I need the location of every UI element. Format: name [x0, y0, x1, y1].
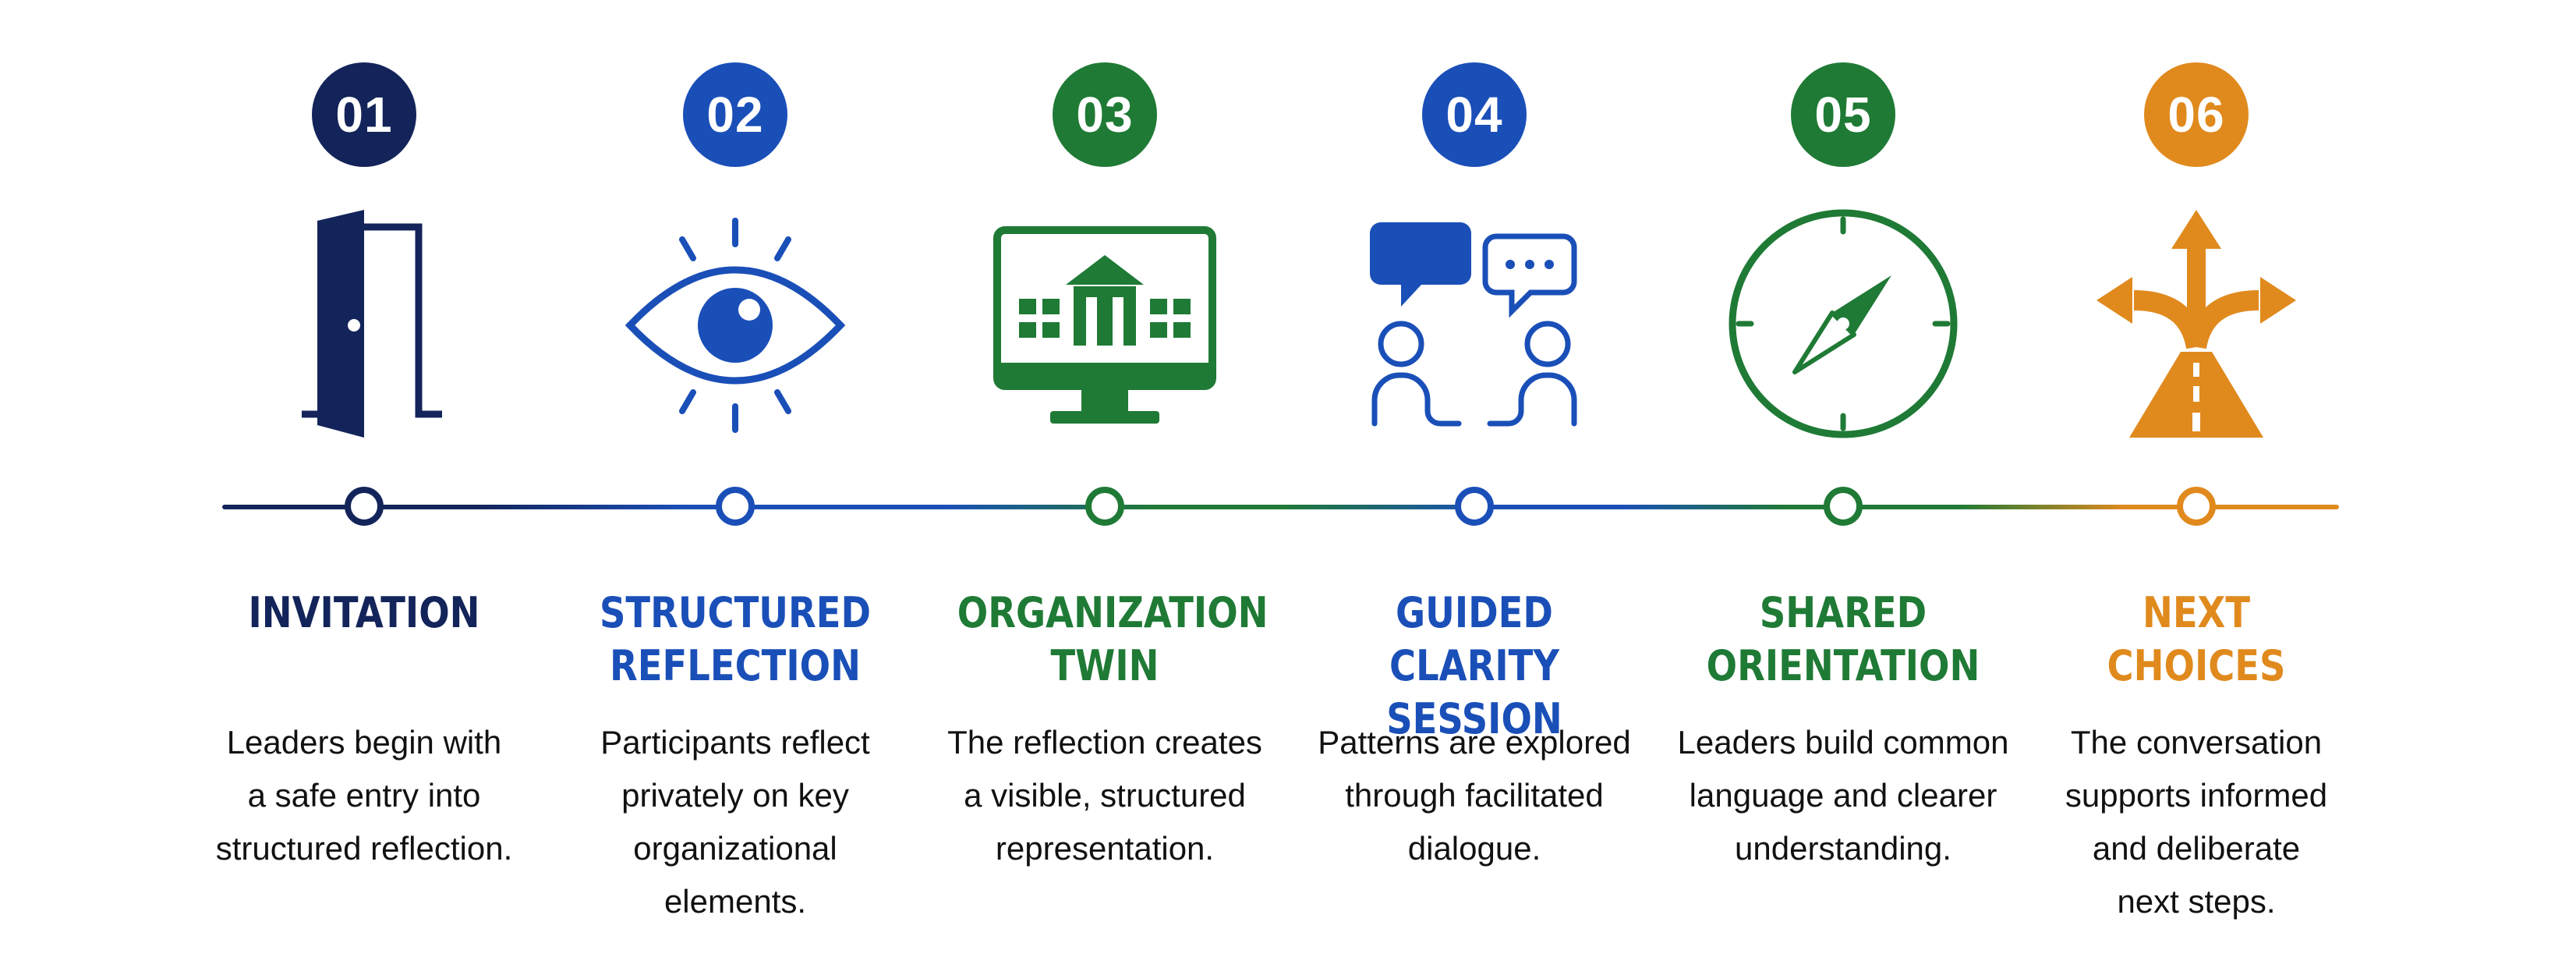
step-number: 03 [1076, 87, 1134, 143]
step-organization-twin: 03 ORGANIZATION TWIN The [933, 0, 1276, 961]
step-number-badge: 05 [1791, 62, 1895, 167]
step-invitation: 01 INVITATION Leaders begin with a safe … [193, 0, 536, 961]
step-description: Participants reflect privately on key or… [600, 724, 870, 920]
step-title: GUIDED CLARITY SESSION [1386, 588, 1562, 743]
step-description: Leaders begin with a safe entry into str… [215, 724, 513, 867]
step-description: Leaders build common language and cleare… [1677, 724, 2009, 867]
step-description: The conversation supports informed and d… [2065, 724, 2328, 920]
door-icon [247, 199, 481, 449]
step-number-badge: 01 [312, 62, 416, 167]
timeline-node [1085, 487, 1124, 526]
timeline-line [222, 505, 2339, 509]
timeline-node [1455, 487, 1494, 526]
step-number-badge: 03 [1053, 62, 1157, 167]
timeline-node [716, 487, 755, 526]
step-number: 06 [2167, 87, 2225, 143]
step-title: STRUCTURED REFLECTION [599, 588, 872, 690]
compass-icon [1726, 199, 1960, 449]
step-next-choices: 06 NEXT CHOICES The conversation support… [2025, 0, 2368, 961]
timeline-node [2177, 487, 2216, 526]
timeline-node [1824, 487, 1863, 526]
conversation-icon [1357, 199, 1591, 449]
branching-arrows-icon [2079, 199, 2313, 449]
step-number: 01 [335, 87, 393, 143]
monitor-building-icon [988, 199, 1222, 449]
step-structured-reflection: 02 STRUCTURED REFLECTION Participants re… [564, 0, 907, 961]
step-description: The reflection creates a visible, struct… [947, 724, 1262, 867]
step-title: SHARED ORIENTATION [1706, 588, 1980, 690]
step-shared-orientation: 05 SHARED ORIENTATION Leaders build comm… [1672, 0, 2015, 961]
step-title: NEXT CHOICES [2107, 588, 2286, 690]
step-title: INVITATION [248, 588, 480, 637]
step-number-badge: 02 [683, 62, 787, 167]
timeline-node [345, 487, 384, 526]
step-number-badge: 04 [1422, 62, 1527, 167]
step-description: Patterns are explored through facilitate… [1318, 724, 1631, 867]
step-title: ORGANIZATION TWIN [957, 588, 1269, 690]
step-number: 02 [706, 87, 764, 143]
step-number: 04 [1445, 87, 1503, 143]
step-number-badge: 06 [2144, 62, 2249, 167]
step-number: 05 [1814, 87, 1872, 143]
step-guided-clarity-session: 04 GUIDED CLARITY SESSION Patterns are e… [1303, 0, 1646, 961]
eye-icon [618, 199, 852, 449]
